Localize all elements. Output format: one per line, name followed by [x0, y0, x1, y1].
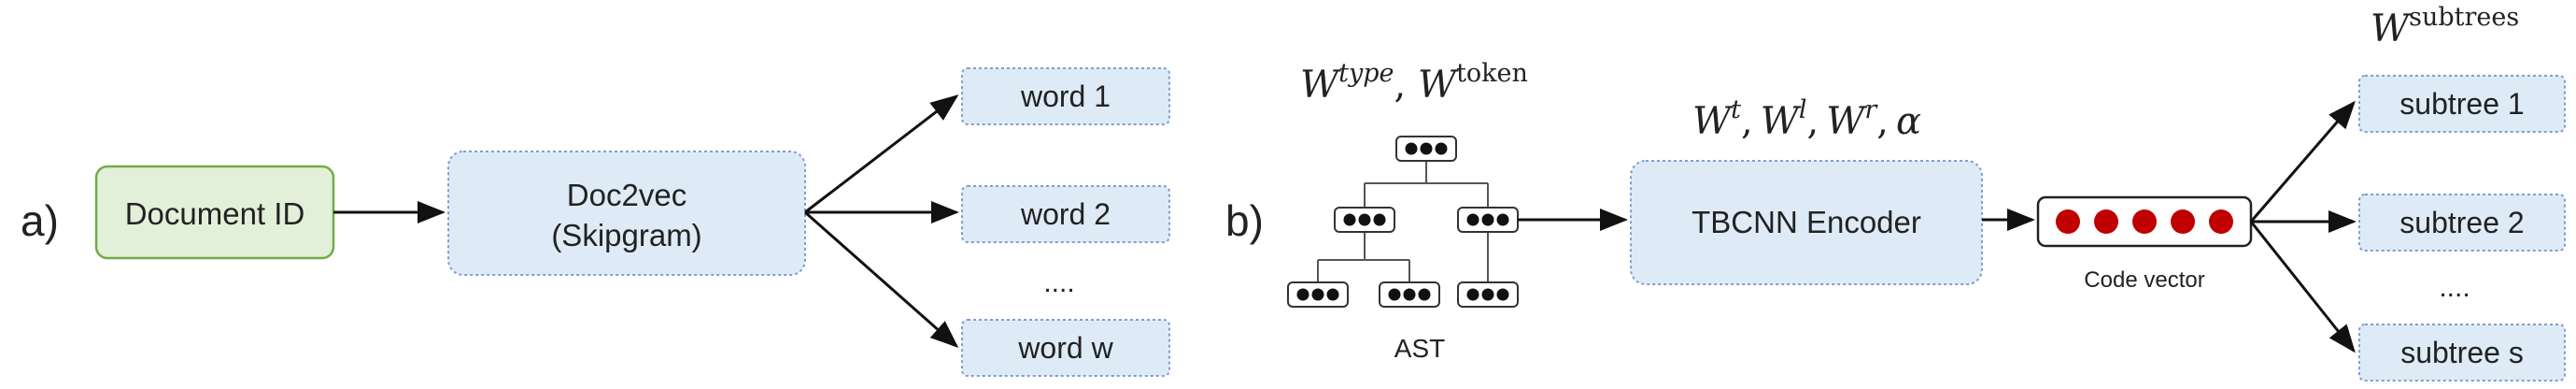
code-vector [2036, 195, 2253, 248]
ast-weight-w1: W [1300, 64, 1341, 107]
code-vector-dot-2 [2094, 209, 2118, 234]
code-vector-dot-4 [2171, 209, 2195, 234]
subtree-1-label: subtree 1 [2399, 87, 2524, 121]
tbcnn-encoder-label: TBCNN Encoder [1691, 205, 1921, 239]
ast-node-root [1395, 136, 1457, 162]
document-id-node: Document ID [94, 165, 335, 260]
code-vector-dot-1 [2056, 209, 2080, 234]
code-vector-dot-3 [2132, 209, 2157, 234]
arrow-to-subtree-s [2249, 221, 2356, 353]
word-w-node: word w [961, 319, 1170, 377]
ast-weight-token-superscript: token [1456, 59, 1528, 88]
document-id-label: Document ID [125, 196, 305, 231]
arrow-to-subtree-1 [2249, 100, 2356, 223]
subtree-weight-superscript: subtrees [2409, 3, 2519, 32]
ast-node-left [1334, 207, 1395, 233]
subtree-weights-label: Wsubtrees [2371, 3, 2519, 50]
subtree-ellipsis: .... [2439, 272, 2470, 303]
panel-a-label: a) [21, 196, 59, 245]
panel-b: b) Wtype, Wtoken [1225, 3, 2566, 382]
word-1-node: word 1 [961, 67, 1170, 125]
encoder-weights-label: Wt,Wl,Wr,α [1692, 95, 1921, 143]
enc-comma-2: , [1806, 100, 1819, 143]
subtree-s-node: subtree s [2358, 324, 2566, 382]
enc-alpha: α [1896, 100, 1921, 143]
enc-weight-w1: W [1692, 100, 1734, 143]
word-ellipsis: .... [1043, 267, 1074, 298]
skipgram-label: (Skipgram) [551, 218, 701, 252]
code-vector-label: Code vector [2084, 267, 2204, 293]
ast-node-leaf-3 [1457, 281, 1519, 308]
ast-tree [1287, 136, 1519, 308]
enc-weight-t-superscript: t [1731, 95, 1741, 124]
enc-weight-w2: W [1761, 100, 1802, 143]
word-1-label: word 1 [1020, 79, 1111, 113]
ast-node-leaf-1 [1287, 281, 1349, 308]
enc-weight-r-superscript: r [1864, 95, 1878, 124]
doc2vec-label: Doc2vec [567, 178, 686, 212]
code-vector-dot-5 [2209, 209, 2233, 234]
subtree-s-label: subtree s [2400, 336, 2524, 369]
ast-label: AST [1394, 334, 1445, 363]
doc2vec-node: Doc2vec (Skipgram) [447, 151, 806, 276]
enc-weight-w3: W [1826, 100, 1867, 143]
arrow-to-word-w [804, 210, 959, 348]
enc-comma-3: , [1876, 100, 1889, 143]
panel-a: a) Document ID Doc2vec (Skipgram) word 1… [21, 67, 1170, 377]
enc-comma-1: , [1741, 100, 1753, 143]
word-2-node: word 2 [961, 185, 1170, 243]
ast-node-right [1457, 207, 1519, 233]
word-w-label: word w [1017, 331, 1113, 365]
ast-weight-w2: W [1418, 64, 1459, 107]
subtree-2-label: subtree 2 [2399, 206, 2524, 239]
ast-edges [1317, 161, 1489, 282]
subtree-2-node: subtree 2 [2358, 194, 2566, 252]
panel-b-label: b) [1225, 196, 1264, 245]
ast-node-leaf-2 [1379, 281, 1440, 308]
word-2-label: word 2 [1020, 197, 1111, 231]
ast-weights-label: Wtype, Wtoken [1300, 59, 1528, 107]
ast-weight-separator: , [1394, 64, 1418, 107]
subtree-weight-w: W [2371, 7, 2412, 50]
enc-weight-l-superscript: l [1799, 95, 1807, 124]
arrow-to-word-1 [804, 94, 959, 214]
tbcnn-encoder-node: TBCNN Encoder [1630, 160, 1983, 285]
subtree-1-node: subtree 1 [2358, 75, 2566, 133]
ast-weight-type-superscript: type [1338, 59, 1394, 88]
